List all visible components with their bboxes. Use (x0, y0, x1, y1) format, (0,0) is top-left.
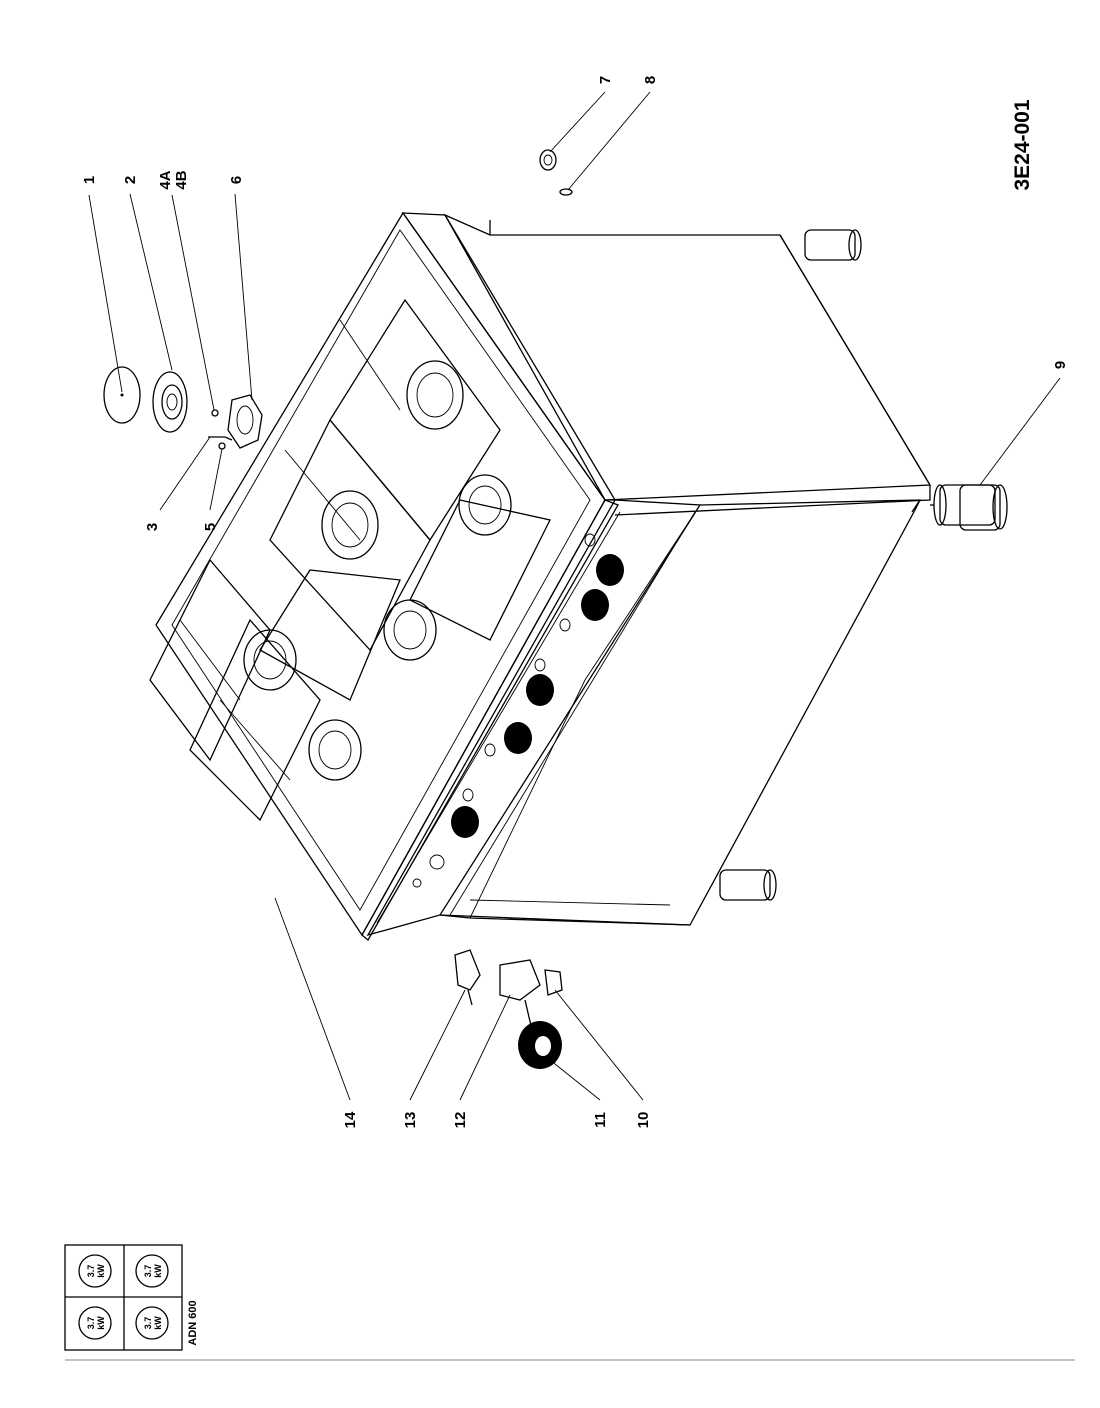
callout-label: 10 (635, 1112, 652, 1129)
burner-legend: 3.7 kW 3.7 kW 3.7 kW 3.7 kW (64, 1244, 199, 1351)
model-text: ADN 600 (187, 1300, 199, 1345)
leader-lines (88, 91, 1061, 1101)
callout-label: 1 (81, 176, 98, 184)
callout-5: 5 (202, 523, 219, 531)
burner-heads (243, 360, 512, 781)
callout-label: 5 (202, 523, 219, 531)
callout-label: 4A (157, 170, 174, 189)
control-knobs (412, 533, 624, 888)
part-burner-base (227, 394, 263, 449)
callout-label: 2 (122, 176, 139, 184)
part-electrode-13 (454, 949, 481, 1006)
callout-6: 6 (228, 176, 245, 184)
part-knob-11 (518, 1021, 562, 1069)
callout-14: 14 (342, 1111, 359, 1128)
pan-supports (149, 298, 551, 822)
callout-3: 3 (144, 523, 161, 531)
legend-burner-2: 3.7 kW (135, 1254, 169, 1288)
callout-9: 9 (1052, 361, 1069, 369)
callout-7: 7 (597, 76, 614, 84)
callout-1: 1 (81, 176, 98, 184)
callout-label: 9 (1052, 361, 1069, 369)
legend-burner-4: 3.7 kW (135, 1306, 169, 1340)
model-label: ADN 600 (187, 1300, 199, 1345)
callout-label: 7 (597, 76, 614, 84)
burner-unit: kW (153, 1264, 163, 1278)
part-burner-cap (103, 366, 141, 424)
leg (959, 484, 1008, 531)
part-pilot-7 (539, 149, 557, 171)
part-foot-9 (930, 484, 996, 526)
callout-4a-4b: 4A 4B (157, 170, 190, 189)
part-burner-body (152, 371, 188, 433)
stove-body (155, 211, 932, 941)
callout-label: 12 (452, 1112, 469, 1129)
callout-label: 4B (173, 170, 190, 189)
part-washer-8 (559, 188, 573, 196)
callout-label: 14 (342, 1111, 359, 1128)
burner-unit: kW (96, 1264, 106, 1278)
callout-label: 8 (642, 76, 659, 84)
burner-power: 3.7 (143, 1265, 153, 1278)
burner-power: 3.7 (143, 1317, 153, 1330)
burner-unit: kW (96, 1316, 106, 1330)
callout-label: 13 (402, 1112, 419, 1129)
drawing-code-text: 3E24-001 (1011, 99, 1034, 190)
callout-13: 13 (402, 1112, 419, 1129)
callout-label: 3 (144, 523, 161, 531)
callout-2: 2 (122, 176, 139, 184)
leg (804, 229, 862, 261)
burner-unit: kW (153, 1316, 163, 1330)
stove-legs (719, 229, 1008, 901)
burner-power: 3.7 (86, 1265, 96, 1278)
callout-12: 12 (452, 1112, 469, 1129)
drawing-code: 3E24-001 (1011, 99, 1034, 190)
legend-burner-3: 3.7 kW (78, 1306, 112, 1340)
part-thermocouple (208, 436, 233, 450)
burner-power: 3.7 (86, 1317, 96, 1330)
callout-11: 11 (592, 1112, 609, 1128)
part-valve-12 (499, 959, 541, 1031)
callout-label: 6 (228, 176, 245, 184)
callout-10: 10 (635, 1112, 652, 1129)
leg (719, 869, 777, 901)
part-gas-tap-10 (544, 969, 563, 996)
part-injector-4a-4b (211, 409, 219, 417)
legend-burner-1: 3.7 kW (78, 1254, 112, 1288)
callout-8: 8 (642, 76, 659, 84)
callout-label: 11 (592, 1112, 609, 1128)
